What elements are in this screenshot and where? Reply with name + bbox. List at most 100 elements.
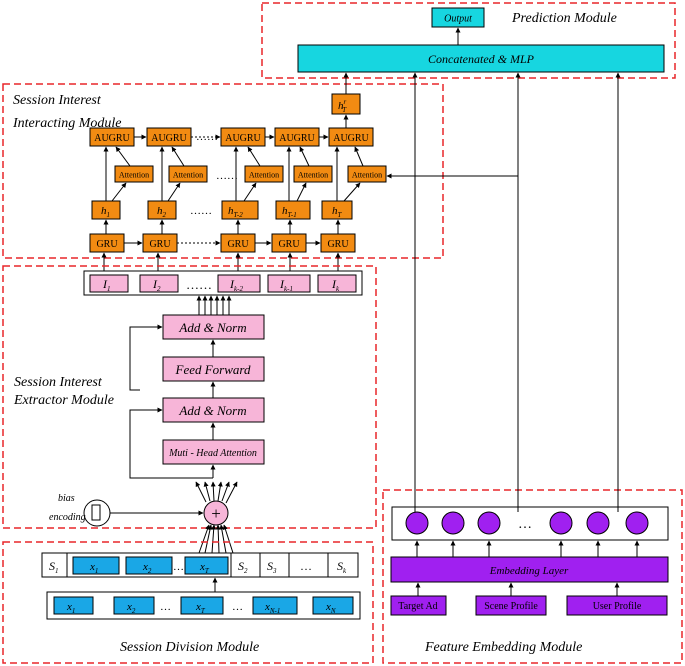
rnn-attention-label: Attention	[173, 171, 203, 180]
embedding-layer-box	[390, 556, 669, 583]
augru-dots: ……	[196, 131, 218, 143]
sequence-token	[180, 596, 224, 615]
bias-encoding-bar	[91, 504, 101, 521]
session-token-dots: …	[173, 561, 184, 573]
residual-bottom	[129, 407, 213, 479]
interest-box	[217, 274, 261, 293]
gru-label: GRU	[278, 239, 300, 250]
feed-forward-box	[162, 356, 265, 382]
sequence-token	[113, 596, 155, 615]
attn-to-augru-arrow	[115, 146, 131, 167]
multi-head-attention-label: Muti - Head Attention	[168, 448, 257, 459]
session-label: Sk	[337, 559, 347, 575]
output-label: Output	[444, 14, 472, 25]
session-label: S1	[49, 559, 59, 575]
hidden-state-label: hT-1	[282, 205, 297, 219]
session-label: S2	[238, 559, 248, 575]
gru-row: GRU GRU GRU GRU GRU	[89, 219, 356, 273]
attn-to-augru-arrow	[299, 146, 310, 167]
add-norm-top-label: Add & Norm	[178, 320, 246, 335]
h-to-attn-arrow	[167, 182, 181, 202]
hidden-state-label: hT-2	[228, 205, 243, 219]
hidden-state-label: hT	[332, 205, 343, 219]
concat-mlp-box	[297, 44, 665, 73]
augru-row: AUGRU AUGRU AUGRU AUGRU AUGRU	[89, 127, 374, 147]
embedding-node	[549, 511, 573, 535]
prediction-module-title: Prediction Module	[511, 11, 617, 26]
interest-row: I1 I2 Ik-2 Ik-1 Ik ……	[89, 274, 357, 293]
hidden-state-box	[275, 200, 311, 220]
interest-box	[267, 274, 311, 293]
embedding-vector-row	[391, 506, 669, 541]
embedding-layer-label: Embedding Layer	[489, 565, 569, 577]
residual-top	[129, 324, 163, 391]
interest-label: I2	[152, 277, 161, 293]
hidden-state-box	[221, 200, 259, 220]
extractor-module-frame	[2, 265, 377, 529]
plus-fan-arrow	[221, 481, 230, 502]
augru-label: AUGRU	[333, 133, 369, 144]
hidden-state-row: h1 h2 hT-2 hT-1 hT	[91, 146, 361, 220]
add-norm-bottom-label: Add & Norm	[178, 403, 246, 418]
token-to-plus-arrow	[215, 524, 221, 554]
embedding-node	[586, 511, 610, 535]
augru-box	[328, 127, 374, 147]
concat-mlp-label: Concatenated & MLP	[428, 52, 535, 66]
sequence-token-label: x2	[126, 601, 136, 615]
input-user-profile-label: User Profile	[593, 601, 642, 612]
interacting-module-frame	[2, 83, 444, 259]
augru-label: AUGRU	[279, 133, 315, 144]
gru-label: GRU	[149, 239, 171, 250]
interest-label: I1	[102, 277, 111, 293]
session-token	[72, 556, 120, 575]
embedding-node	[441, 511, 465, 535]
embedding-node	[405, 511, 429, 535]
rnn-attention-label: Attention	[352, 171, 382, 180]
embedding-dots: …	[518, 517, 532, 532]
h-to-attn-arrow	[343, 182, 361, 202]
session-dots: …	[300, 559, 312, 573]
token-to-plus-arrows	[198, 524, 234, 554]
plus-fan-arrow	[195, 481, 207, 503]
token-to-plus-arrow	[204, 524, 213, 554]
embedding-module-title: Feature Embedding Module	[424, 640, 582, 655]
plus-symbol: +	[211, 504, 221, 523]
interacting-module-title-1: Session Interest	[13, 93, 102, 108]
token-to-plus-arrow	[219, 524, 227, 554]
augru-label: AUGRU	[94, 133, 130, 144]
gru-label: GRU	[96, 239, 118, 250]
feed-forward-label: Feed Forward	[175, 362, 251, 377]
input-target-ad-label: Target Ad	[398, 601, 437, 612]
sequence-token-label: x1	[66, 601, 75, 615]
hidden-dots: ……	[190, 205, 212, 217]
plus-fan-arrow	[217, 481, 223, 502]
multi-head-attention-box	[162, 439, 265, 465]
sequence-token-label: xN	[325, 601, 336, 615]
attn-to-augru-arrow	[247, 146, 261, 167]
rnn-attention-label: Attention	[298, 171, 328, 180]
session-token-label: x1	[89, 561, 98, 575]
augru-label: AUGRU	[225, 133, 261, 144]
hidden-state-label: h2	[157, 205, 167, 219]
token-to-plus-arrow	[222, 524, 234, 554]
embedding-node	[625, 511, 649, 535]
plus-fan-arrow	[203, 481, 211, 502]
rnn-attention-row: Attention Attention Attention Attention …	[114, 146, 518, 183]
extractor-module-title-2: Extractor Module	[13, 393, 114, 408]
session-token-label: x2	[142, 561, 152, 575]
division-module-frame	[2, 541, 374, 664]
sequence-token	[252, 596, 298, 615]
embedding-module-frame	[382, 489, 683, 664]
rnn-attention-box	[347, 165, 387, 183]
token-to-plus-arrow	[198, 524, 210, 554]
embedding-vectors: …	[405, 511, 649, 535]
session-label: S3	[267, 559, 277, 575]
rnn-attention-box	[293, 165, 333, 183]
attn-to-augru-arrow	[354, 146, 364, 167]
plus-fan-arrow	[210, 481, 216, 502]
sequence-token	[53, 596, 94, 615]
hidden-state-label: h1	[101, 205, 110, 219]
attention-dots: ……	[216, 170, 238, 182]
sequence-dots: …	[232, 601, 243, 613]
output-box	[431, 7, 485, 28]
